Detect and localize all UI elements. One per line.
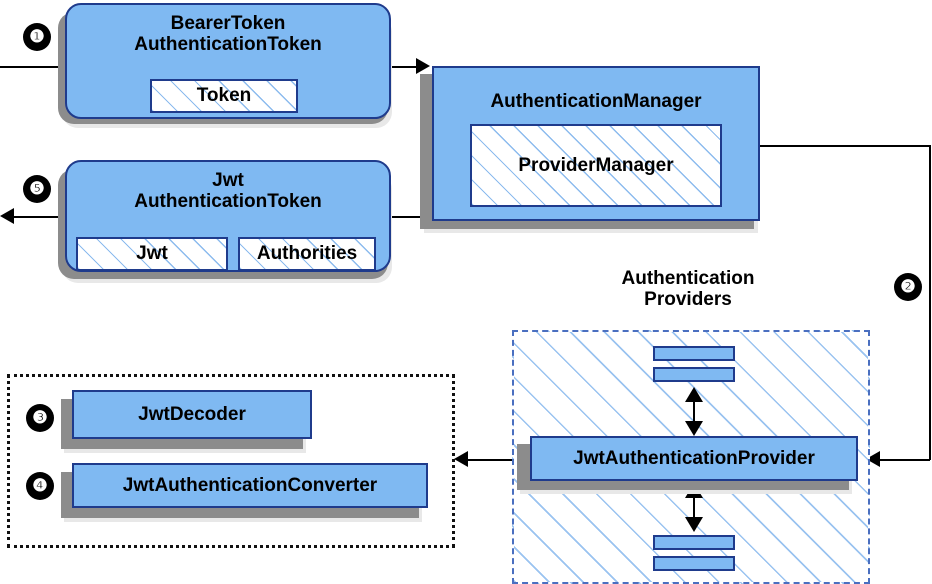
slot-jwt[interactable]: Jwt [76,237,228,271]
provider-placeholder-top-bar-1 [653,346,735,361]
connector-provider-to-support-classes [466,459,530,461]
connector-token-to-manager [388,66,424,68]
step-badge-3-number: ❸ [32,408,48,427]
step-badge-1: ❶ [24,24,50,50]
node-jwt-authentication-converter[interactable]: JwtAuthenticationConverter [72,463,428,508]
step-badge-4: ❹ [27,473,53,499]
arrowhead-to-support-classes [454,451,468,467]
connector-manager-to-jwt-token [388,216,432,218]
node-jwt-decoder[interactable]: JwtDecoder [72,390,312,439]
arrowhead-provider-up-top [685,387,703,402]
provider-placeholder-top-bar-2 [653,367,735,382]
slot-jwt-label: Jwt [136,243,168,264]
connector-manager-to-providers-top [758,145,930,147]
authentication-providers-label-line2: Providers [644,289,732,311]
bearer-token-title-line1: BearerToken [170,13,286,34]
node-bearer-token-authentication-token[interactable]: BearerToken AuthenticationToken [65,3,391,119]
connector-outbound-response [14,216,74,218]
arrowhead-outbound-response [0,208,14,224]
jwt-token-title-line2: AuthenticationToken [134,191,322,213]
slot-token[interactable]: Token [150,79,298,113]
connector-inbound-request [0,66,74,68]
connector-manager-to-providers-bottom [870,459,930,461]
jwt-token-title-line1: Jwt [212,170,244,191]
inner-provider-manager[interactable]: ProviderManager [470,124,722,207]
support-classes-group [7,374,455,548]
bearer-token-title-line2: AuthenticationToken [134,34,322,56]
connector-manager-to-providers-down [929,145,931,460]
slot-authorities[interactable]: Authorities [238,237,376,271]
step-badge-4-number: ❹ [32,476,48,495]
connector-provider-up-down-top [693,394,695,434]
authentication-providers-label-line1: Authentication [621,268,755,289]
step-badge-1-number: ❶ [29,27,45,46]
slot-token-label: Token [196,85,252,106]
jwt-authentication-converter-label: JwtAuthenticationConverter [122,474,378,496]
authentication-manager-title: AuthenticationManager [490,91,702,112]
inner-provider-manager-label: ProviderManager [518,154,674,176]
arrowhead-provider-down-top [685,421,703,436]
step-badge-2: ❷ [895,274,921,300]
step-badge-3: ❸ [27,405,53,431]
arrowhead-provider-down-bottom [685,517,703,532]
jwt-decoder-label: JwtDecoder [138,403,246,425]
jwt-authentication-provider-label: JwtAuthenticationProvider [573,447,815,469]
slot-authorities-label: Authorities [256,243,358,264]
step-badge-5: ❺ [24,176,50,202]
authentication-providers-label: Authentication Providers [568,268,808,311]
connector-provider-up-down-bottom [693,490,695,530]
arrowhead-token-to-manager [416,58,430,74]
provider-placeholder-bottom-bar-2 [653,556,735,571]
node-jwt-authentication-provider[interactable]: JwtAuthenticationProvider [530,436,858,481]
step-badge-2-number: ❷ [900,277,916,296]
provider-placeholder-bottom-bar-1 [653,535,735,550]
step-badge-5-number: ❺ [29,179,45,198]
